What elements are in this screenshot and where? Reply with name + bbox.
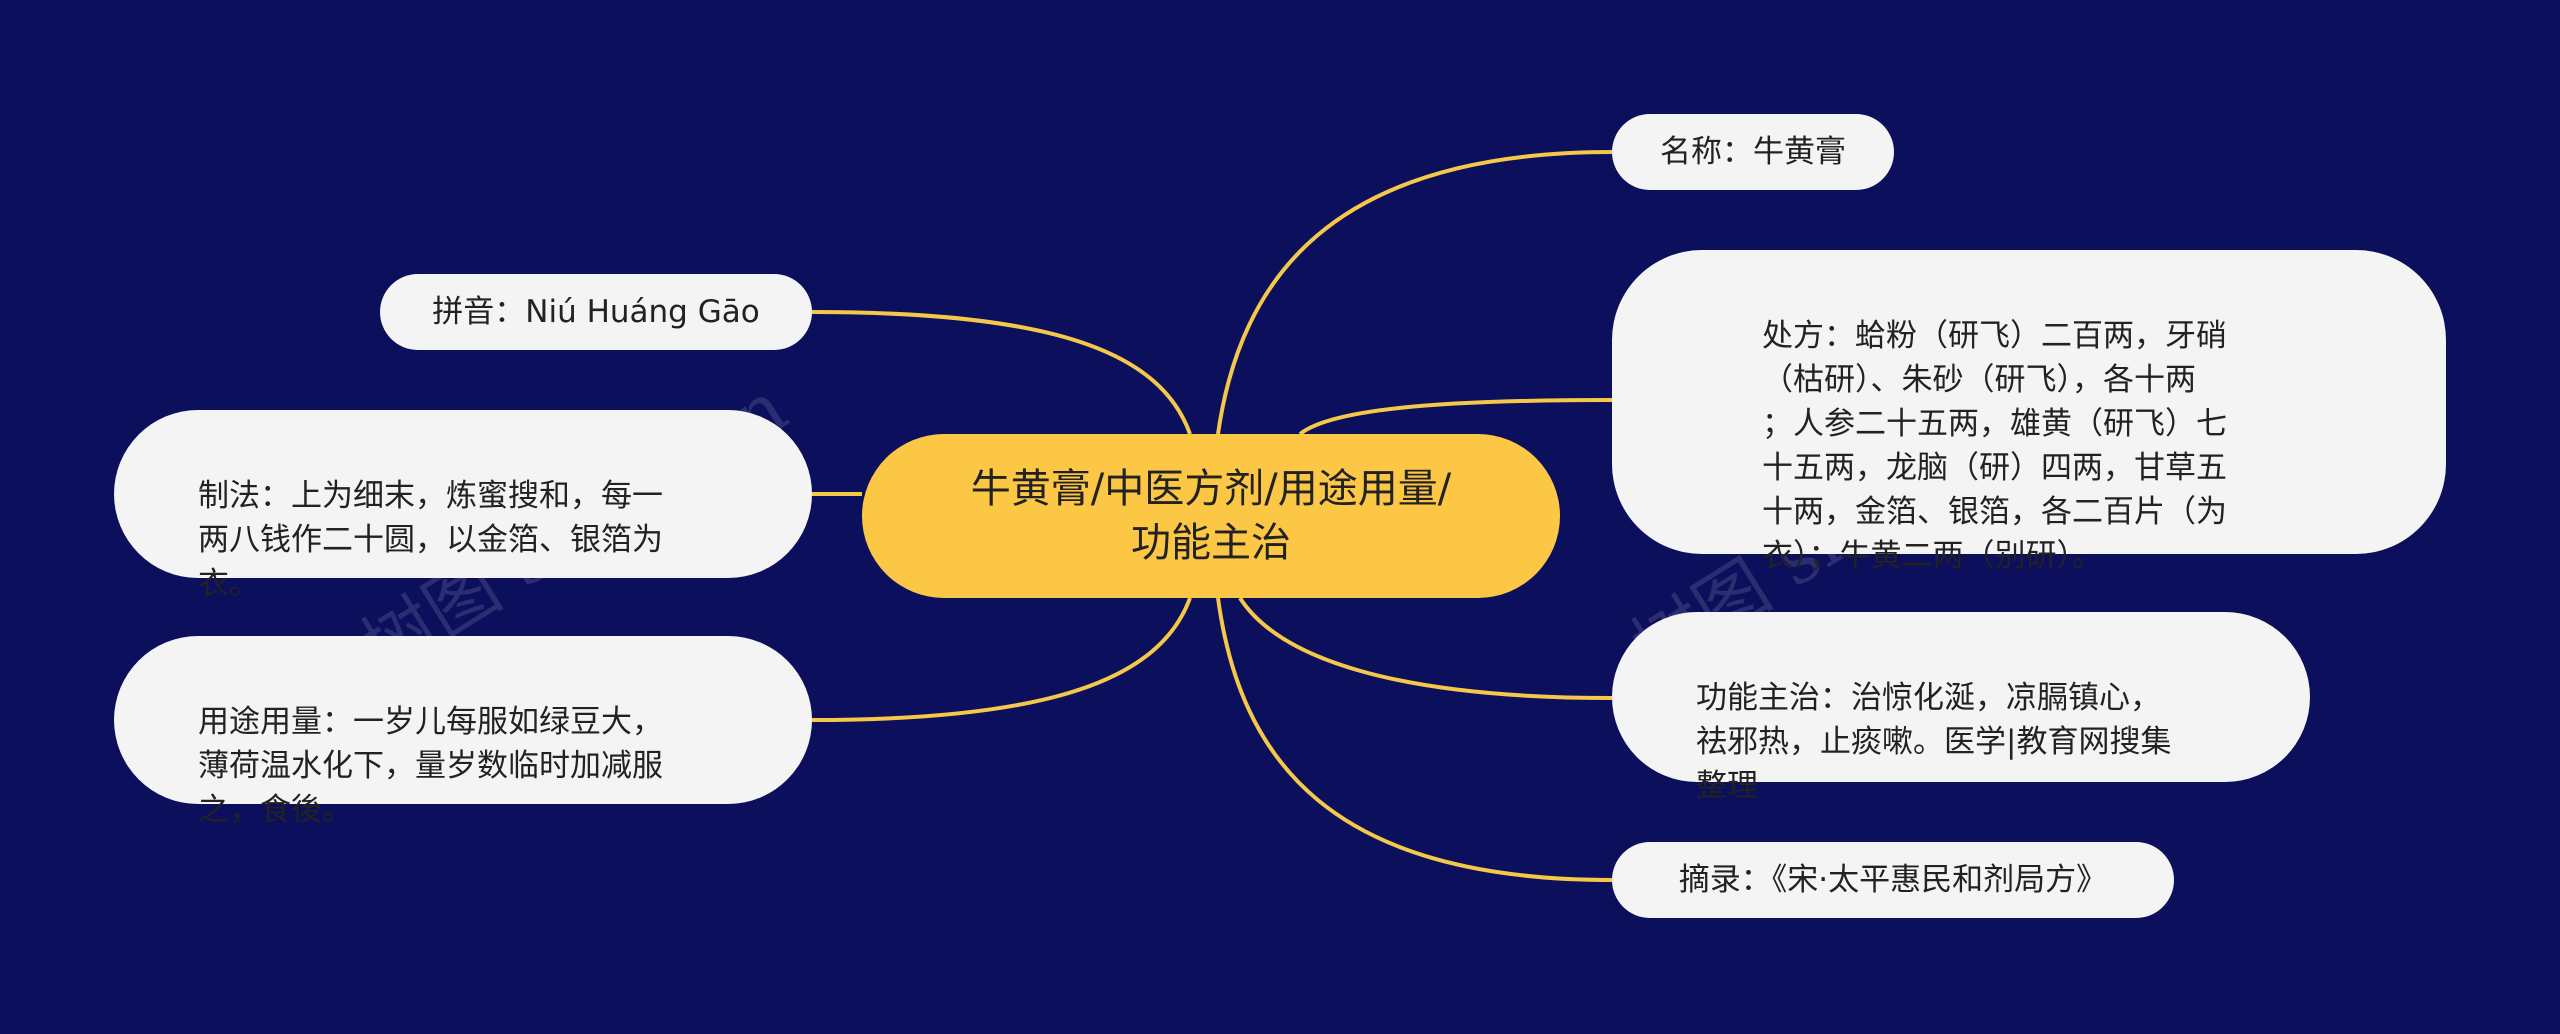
connector-name xyxy=(1216,150,1613,435)
node-pinyin-label: 拼音：Niú Huáng Gāo xyxy=(432,294,760,330)
node-preparation-label: 制法：上为细末，炼蜜搜和，每一 两八钱作二十圆，以金箔、银箔为 衣。 xyxy=(198,478,663,602)
node-prescription[interactable]: 处方：蛤粉（研飞）二百两，牙硝 （枯研）、朱砂（研飞），各十两 ；人参二十五两，… xyxy=(1612,250,2446,574)
connector-pinyin xyxy=(811,310,1192,435)
connector-function xyxy=(1238,596,1613,700)
node-name-label: 名称：牛黄膏 xyxy=(1660,134,1846,170)
node-preparation[interactable]: 制法：上为细末，炼蜜搜和，每一 两八钱作二十圆，以金箔、银箔为 衣。 xyxy=(114,410,812,602)
connector-source xyxy=(1216,597,1613,882)
node-usage-label: 用途用量：一岁儿每服如绿豆大， 薄荷温水化下，量岁数临时加减服 之，食後。 xyxy=(198,704,663,828)
node-name[interactable]: 名称：牛黄膏 xyxy=(1612,114,1894,190)
node-usage[interactable]: 用途用量：一岁儿每服如绿豆大， 薄荷温水化下，量岁数临时加减服 之，食後。 xyxy=(114,636,812,828)
node-function-label: 功能主治：治惊化涎，凉膈镇心， 祛邪热，止痰嗽。医学|教育网搜集 整理 xyxy=(1696,680,2172,804)
connector-usage xyxy=(811,597,1192,722)
node-source-label: 摘录：《宋·太平惠民和剂局方》 xyxy=(1678,862,2108,898)
root-topic[interactable]: 牛黄膏/中医方剂/用途用量/功能主治 xyxy=(862,434,1560,598)
root-topic-label: 牛黄膏/中医方剂/用途用量/功能主治 xyxy=(970,466,1452,566)
connector-prescription xyxy=(1298,398,1613,436)
node-prescription-label: 处方：蛤粉（研飞）二百两，牙硝 （枯研）、朱砂（研飞），各十两 ；人参二十五两，… xyxy=(1762,318,2227,574)
node-function[interactable]: 功能主治：治惊化涎，凉膈镇心， 祛邪热，止痰嗽。医学|教育网搜集 整理 xyxy=(1612,612,2310,804)
node-source[interactable]: 摘录：《宋·太平惠民和剂局方》 xyxy=(1612,842,2174,918)
node-pinyin[interactable]: 拼音：Niú Huáng Gāo xyxy=(380,274,812,350)
